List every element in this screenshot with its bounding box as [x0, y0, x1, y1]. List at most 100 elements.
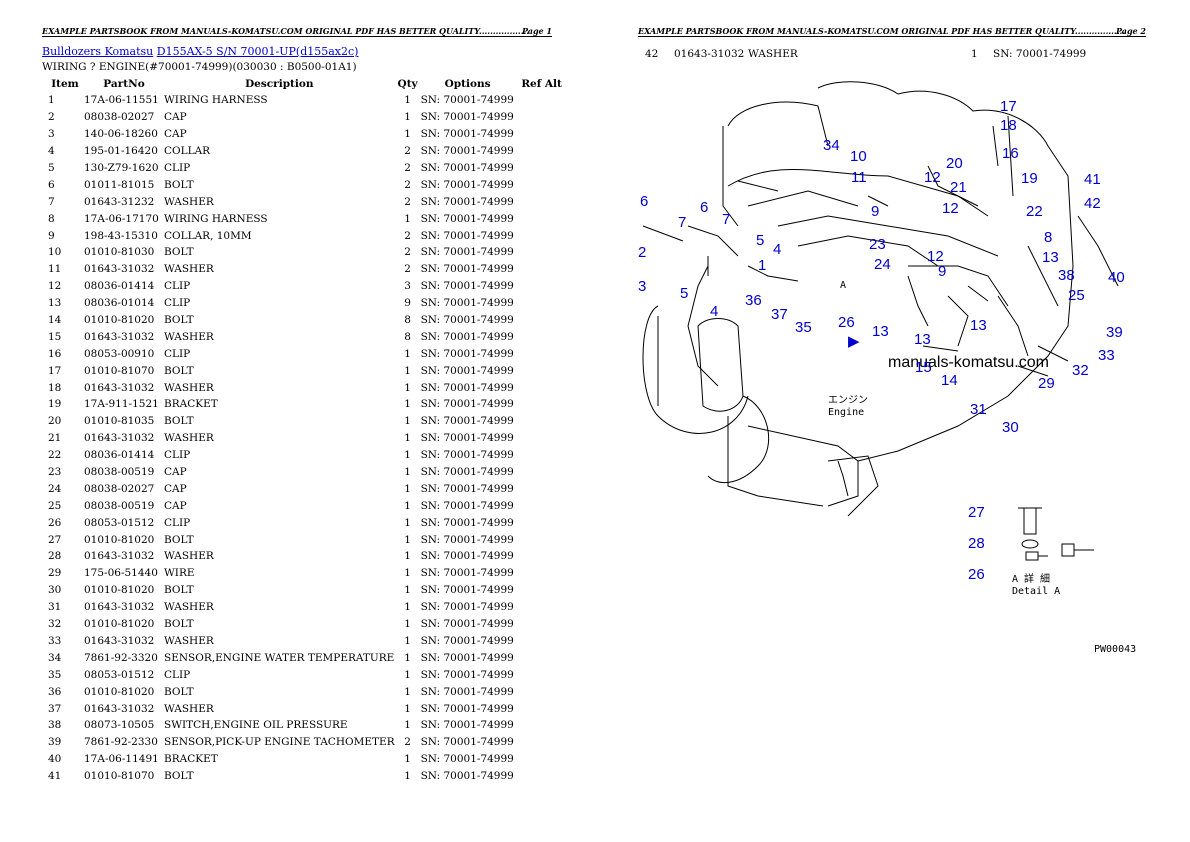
partno-cell: 08036-01014 — [84, 297, 155, 310]
callout-6: 6 — [700, 199, 708, 216]
options-cell: SN: 70001-74999 — [993, 48, 1087, 60]
partno-cell: 08073-10505 — [84, 719, 155, 732]
qty-cell: 1 — [404, 212, 411, 225]
ref-alt-cell — [515, 278, 569, 295]
description-cell: WASHER — [164, 330, 214, 343]
item-cell: 38 — [48, 719, 62, 732]
partno-cell: 01010-81020 — [84, 584, 155, 597]
item-cell: 2 — [48, 111, 55, 124]
item-cell: 8 — [48, 212, 55, 225]
options-cell: SN: 70001-74999 — [420, 330, 514, 343]
item-cell: 12 — [48, 280, 62, 293]
partno-cell: 01643-31032 — [84, 634, 155, 647]
options-cell: SN: 70001-74999 — [420, 533, 514, 546]
watermark-text: manuals-komatsu.com — [888, 354, 1049, 371]
callout-12: 12 — [927, 248, 944, 265]
qty-cell: 8 — [404, 314, 411, 327]
partno-cell: 01010-81020 — [84, 533, 155, 546]
options-cell: SN: 70001-74999 — [420, 280, 514, 293]
partno-cell: 08038-00519 — [84, 466, 155, 479]
description-cell: BOLT — [164, 364, 194, 377]
breadcrumb-link-bulldozers[interactable]: Bulldozers Komatsu — [42, 45, 154, 58]
breadcrumb: Bulldozers Komatsu D155AX-5 S/N 70001-UP… — [42, 45, 358, 58]
description-cell: WASHER — [164, 601, 214, 614]
callout-16: 16 — [1002, 145, 1019, 162]
callout-7: 7 — [678, 214, 686, 231]
callout-20: 20 — [946, 155, 963, 172]
description-cell: SENSOR,ENGINE WATER TEMPERATURE — [164, 651, 395, 664]
qty-cell: 1 — [404, 364, 411, 377]
item-cell: 24 — [48, 482, 62, 495]
partno-cell: 7861-92-3320 — [84, 651, 158, 664]
qty-cell: 1 — [404, 601, 411, 614]
options-cell: SN: 70001-74999 — [420, 736, 514, 749]
description-cell: SENSOR,PICK-UP ENGINE TACHOMETER — [164, 736, 395, 749]
callout-1: 1 — [758, 257, 766, 274]
ref-alt-cell — [515, 430, 569, 447]
item-cell: 18 — [48, 381, 62, 394]
qty-cell: 1 — [971, 48, 978, 60]
item-cell: 26 — [48, 516, 62, 529]
qty-cell: 1 — [404, 482, 411, 495]
partno-cell: 08038-02027 — [84, 111, 155, 124]
ref-alt-cell — [515, 447, 569, 464]
header-text: EXAMPLE PARTSBOOK FROM MANUALS-KOMATSU.C… — [42, 26, 530, 36]
item-cell: 25 — [48, 499, 62, 512]
options-cell: SN: 70001-74999 — [420, 618, 514, 631]
ref-alt-cell — [515, 160, 569, 177]
ref-alt-cell — [515, 362, 569, 379]
qty-cell: 8 — [404, 330, 411, 343]
ref-alt-cell — [515, 176, 569, 193]
breadcrumb-link-model[interactable]: D155AX-5 S/N 70001-UP(d155ax2c) — [156, 45, 359, 58]
partno-cell: 195-01-16420 — [84, 145, 158, 158]
options-cell: SN: 70001-74999 — [420, 550, 514, 563]
callout-12: 12 — [924, 169, 941, 186]
col-header-item: Item — [51, 78, 79, 90]
qty-cell: 1 — [404, 111, 411, 124]
callout-29: 29 — [1038, 375, 1055, 392]
callout-38: 38 — [1058, 267, 1075, 284]
item-cell: 13 — [48, 297, 62, 310]
options-cell: SN: 70001-74999 — [420, 482, 514, 495]
qty-cell: 2 — [404, 736, 411, 749]
ref-alt-cell — [515, 666, 569, 683]
item-cell: 33 — [48, 634, 62, 647]
callout-5: 5 — [756, 232, 764, 249]
item-cell: 36 — [48, 685, 62, 698]
ref-alt-cell — [515, 649, 569, 666]
ref-alt-cell — [515, 210, 569, 227]
partno-cell: 01643-31032 — [84, 702, 155, 715]
options-cell: SN: 70001-74999 — [420, 314, 514, 327]
ref-alt-cell — [515, 379, 569, 396]
item-cell: 5 — [48, 162, 55, 174]
description-cell: WASHER — [164, 381, 214, 394]
ref-alt-cell — [515, 683, 569, 700]
partno-cell: 08036-01414 — [84, 449, 155, 462]
qty-cell: 2 — [404, 162, 411, 174]
partno-cell: 17A-06-17170 — [84, 212, 159, 225]
ref-alt-cell — [515, 92, 569, 109]
callout-15: 15 — [915, 359, 932, 376]
options-cell: SN: 70001-74999 — [420, 145, 514, 158]
qty-cell: 2 — [404, 145, 411, 158]
col-header-options: Options — [444, 78, 491, 90]
callout-36: 36 — [745, 292, 762, 309]
qty-cell: 3 — [404, 280, 411, 293]
callout-37: 37 — [771, 306, 788, 323]
callout-7: 7 — [722, 211, 730, 228]
